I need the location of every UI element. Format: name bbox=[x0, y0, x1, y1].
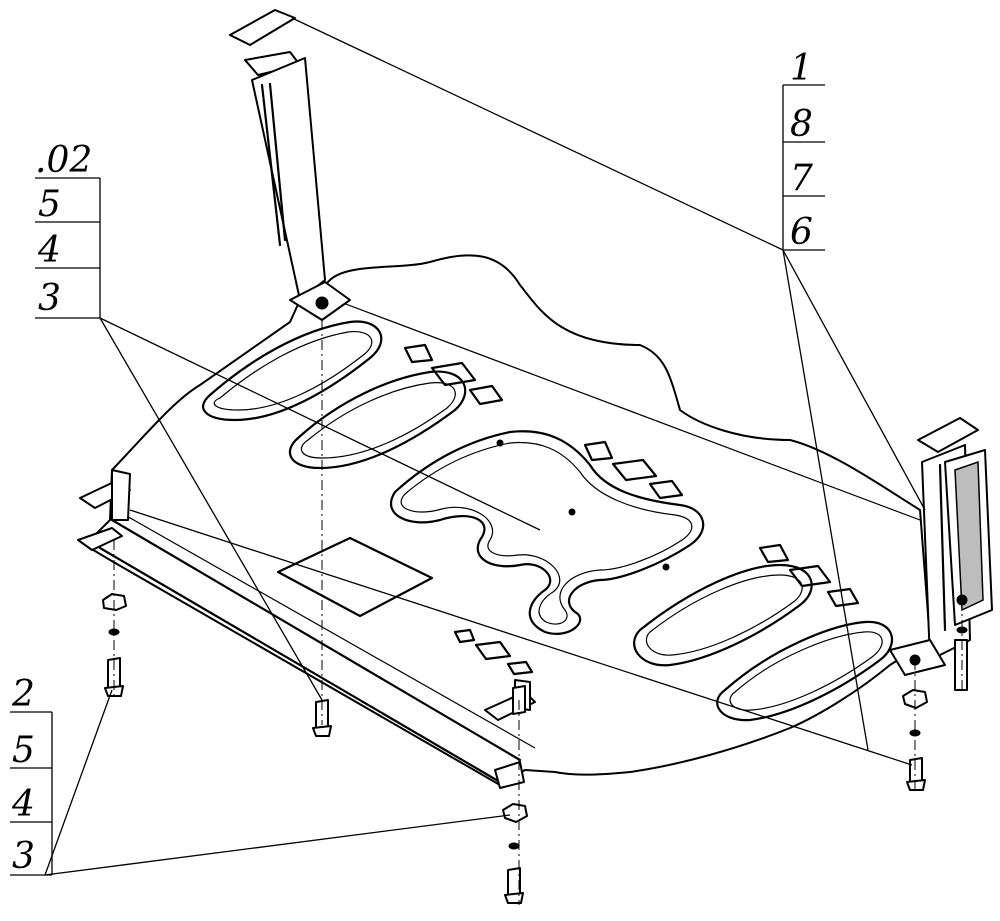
front-tab-left bbox=[77, 527, 123, 551]
emboss-slot-4 bbox=[716, 620, 893, 722]
callout-top-right-label-4: 6 bbox=[790, 212, 813, 253]
callout-top-right-label-3: 7 bbox=[790, 158, 813, 199]
axis-lines bbox=[113, 320, 963, 905]
callout-bottom-left-label-2: 5 bbox=[12, 730, 35, 771]
callout-bottom-left-label-4: 3 bbox=[12, 836, 35, 877]
emboss-slot-3 bbox=[633, 563, 813, 667]
skid-plate bbox=[77, 254, 931, 789]
leader-lines bbox=[44, 17, 926, 876]
emboss-slot-2 bbox=[288, 370, 467, 470]
callout-top-left-label-1: .02 bbox=[35, 140, 92, 181]
callout-top-right-label-1: 1 bbox=[790, 48, 813, 89]
bracket-right bbox=[889, 417, 993, 691]
vent-slots bbox=[403, 343, 860, 676]
emboss-serpentine bbox=[389, 430, 705, 635]
fastener-stack-left bbox=[102, 593, 127, 697]
front-tab-center bbox=[494, 761, 525, 789]
callout-top-left-label-4: 3 bbox=[38, 278, 61, 319]
bracket-front-left bbox=[79, 469, 131, 521]
emboss-slot-1 bbox=[202, 320, 383, 422]
callout-bottom-left-label-3: 4 bbox=[11, 784, 35, 825]
callout-top-left-label-3: 4 bbox=[37, 230, 61, 271]
fastener-stack-right bbox=[902, 626, 968, 791]
service-hatch bbox=[276, 536, 434, 618]
callout-top-left-label-2: 5 bbox=[38, 184, 61, 225]
callout-bottom-left-label-1: 2 bbox=[11, 674, 35, 715]
callout-top-left: .02 5 4 3 bbox=[35, 140, 101, 319]
bracket-left bbox=[229, 9, 351, 321]
callout-top-right-label-2: 8 bbox=[790, 104, 813, 145]
callout-bottom-left: 2 5 4 3 bbox=[10, 674, 53, 877]
callout-top-right: 1 8 7 6 bbox=[782, 48, 825, 253]
